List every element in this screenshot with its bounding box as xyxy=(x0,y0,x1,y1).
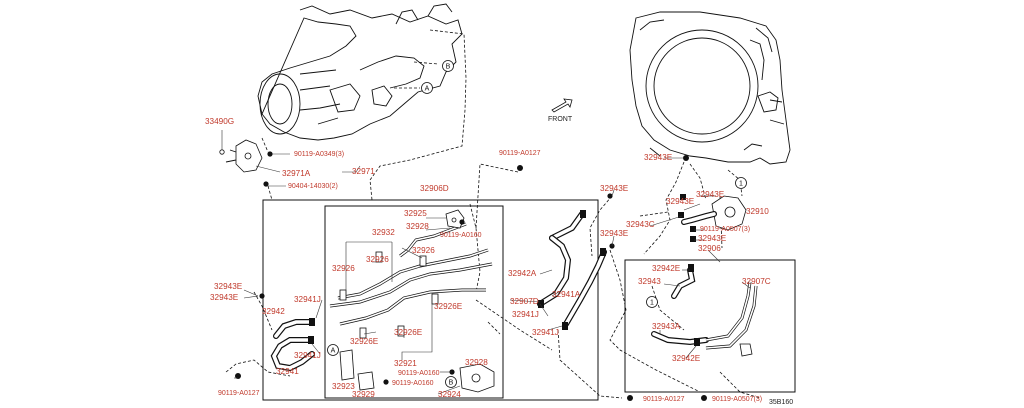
label-90119-A0160-c: 90119-A0160 xyxy=(392,380,434,387)
label-32924: 32924 xyxy=(438,390,461,399)
front-label: FRONT xyxy=(548,116,573,123)
label-90404-14030-2: 90404-14030(2) xyxy=(288,183,338,190)
label-32910: 32910 xyxy=(746,207,769,216)
label-32907D: 32907D xyxy=(510,297,539,306)
label-32942: 32942 xyxy=(262,307,285,316)
label-32941J-a: 32941J xyxy=(294,295,321,304)
label-32932: 32932 xyxy=(372,228,395,237)
label-32943E-e: 32943E xyxy=(644,153,673,162)
label-32943E-b: 32943E xyxy=(210,293,239,302)
bracket-32971 xyxy=(219,130,273,187)
leader-lines xyxy=(234,153,751,395)
hoses-left xyxy=(235,293,315,379)
svg-text:A: A xyxy=(331,348,336,355)
label-90119-A0349-3: 90119-A0349(3) xyxy=(294,151,344,158)
label-32943E-g: 32943E xyxy=(666,197,695,206)
label-90119-A0127-br: 90119-A0127 xyxy=(643,396,685,403)
label-32943E-h: 32943E xyxy=(698,234,727,243)
metal-tubes xyxy=(329,209,495,393)
label-32941J-b: 32941J xyxy=(294,351,321,360)
hoses-middle xyxy=(517,165,707,401)
label-32928-a: 32928 xyxy=(406,222,429,231)
label-90119-A0160-a: 90119-A0160 xyxy=(440,232,482,239)
label-32928-b: 32928 xyxy=(465,358,488,367)
label-32906: 32906 xyxy=(698,244,721,253)
callout-1-top: 1 xyxy=(735,177,747,189)
label-32926E-b: 32926E xyxy=(394,328,423,337)
svg-text:B: B xyxy=(446,64,451,71)
right-assembly xyxy=(651,155,758,357)
callout-b-bottom: B xyxy=(445,376,457,388)
label-32941J-d: 32941J xyxy=(532,328,559,337)
label-32942E-a: 32942E xyxy=(652,264,681,273)
label-32943E-c: 32943E xyxy=(600,184,629,193)
diagram-code: 35B160 xyxy=(769,399,793,406)
label-32943C: 32943C xyxy=(626,220,655,229)
label-32943E-d: 32943E xyxy=(600,229,629,238)
label-32906D: 32906D xyxy=(420,184,449,193)
label-32925: 32925 xyxy=(404,209,427,218)
transmission-outline xyxy=(257,3,463,141)
label-32929: 32929 xyxy=(352,390,375,399)
svg-text:A: A xyxy=(425,86,430,93)
inner-frame-left xyxy=(324,205,504,399)
label-90119-A0507-3-a: 90119-A0507(3) xyxy=(700,226,750,233)
label-32942E-b: 32942E xyxy=(672,354,701,363)
outer-frame-left xyxy=(262,199,599,401)
label-32943E-a: 32943E xyxy=(214,282,243,291)
label-32942A: 32942A xyxy=(508,269,537,278)
label-33490G: 33490G xyxy=(205,117,234,126)
label-32926-b: 32926 xyxy=(366,255,389,264)
label-32926E-a: 32926E xyxy=(434,302,463,311)
svg-text:1: 1 xyxy=(650,300,654,307)
label-32926E-c: 32926E xyxy=(350,337,379,346)
callout-a-bottom: A xyxy=(327,344,339,356)
label-90119-A0160-b: 90119-A0160 xyxy=(398,370,440,377)
label-32943: 32943 xyxy=(638,277,661,286)
svg-text:B: B xyxy=(449,380,454,387)
label-32971: 32971 xyxy=(352,167,375,176)
label-32941A: 32941A xyxy=(552,290,581,299)
label-90119-A0507-3-b: 90119-A0507(3) xyxy=(712,396,762,403)
label-32941J-c: 32941J xyxy=(512,310,539,319)
svg-text:1: 1 xyxy=(739,181,743,188)
label-32926-c: 32926 xyxy=(332,264,355,273)
label-32943A: 32943A xyxy=(652,322,681,331)
label-90119-A0127-bl: 90119-A0127 xyxy=(218,390,260,397)
label-90119-A0127-top: 90119-A0127 xyxy=(499,150,541,157)
label-32943E-f: 32943E xyxy=(696,190,725,199)
front-arrow-icon xyxy=(551,98,573,113)
label-32926-a: 32926 xyxy=(412,246,435,255)
label-32971A: 32971A xyxy=(282,169,311,178)
callout-b-top: B xyxy=(442,60,454,72)
callout-1-bottom: 1 xyxy=(646,296,658,308)
radiator-outline xyxy=(629,11,791,165)
label-32923: 32923 xyxy=(332,382,355,391)
label-32941: 32941 xyxy=(276,367,299,376)
frame-right xyxy=(624,259,796,393)
label-32907C: 32907C xyxy=(742,277,771,286)
label-32921: 32921 xyxy=(394,359,417,368)
callout-a-top: A xyxy=(421,82,433,94)
